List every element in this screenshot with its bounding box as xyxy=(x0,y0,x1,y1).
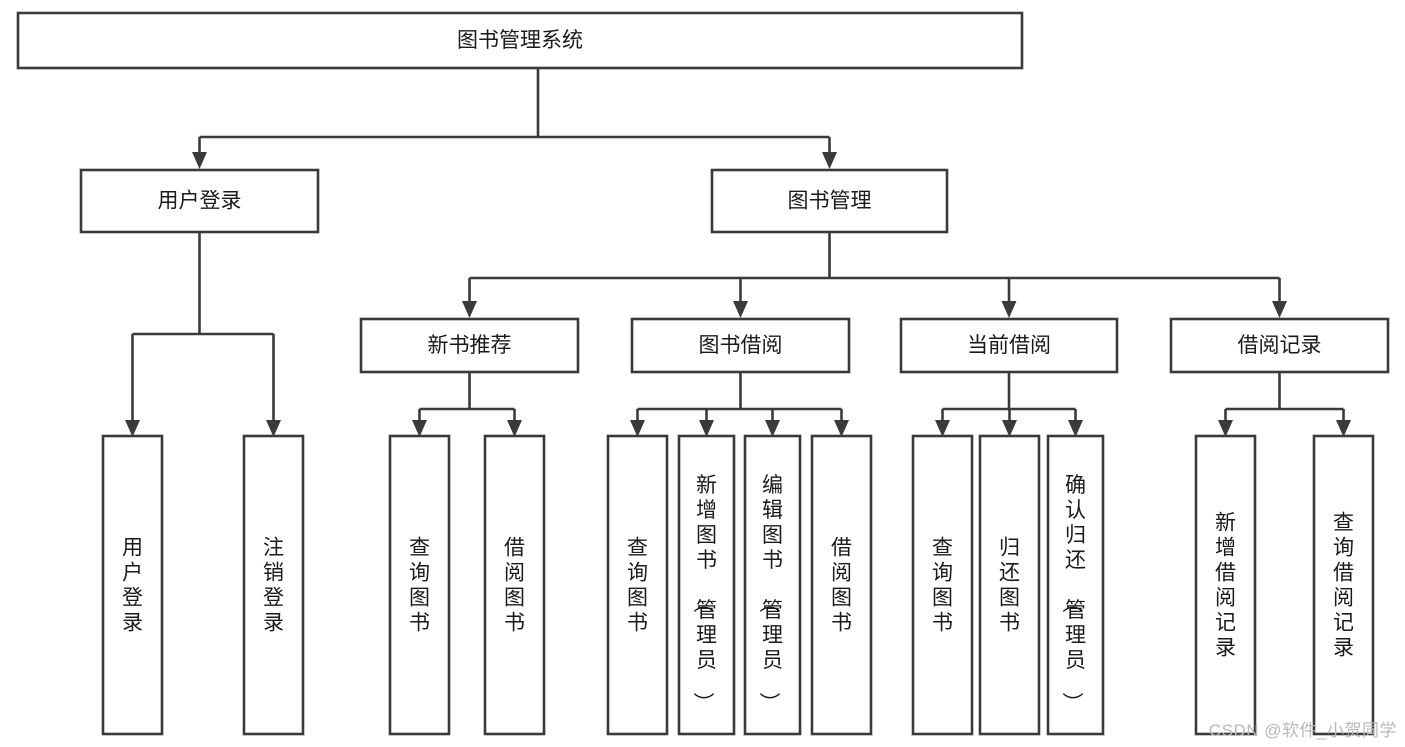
node-box-root xyxy=(16,11,1024,70)
node-book-manage[interactable]: 图书管理 xyxy=(710,168,949,234)
node-label-leaf-add-borrow-record: 新增借阅记录 xyxy=(1215,512,1236,660)
node-label-leaf-query-borrow-record: 查询借阅记录 xyxy=(1333,512,1354,660)
node-box-leaf-add-borrow-record xyxy=(1194,434,1257,736)
arrow-head-icon xyxy=(266,420,281,437)
node-box-leaf-confirm-return xyxy=(1046,434,1105,736)
node-box-leaf-return-book xyxy=(978,434,1041,736)
node-book-borrow[interactable]: 图书借阅 xyxy=(630,317,851,374)
node-label-user-login: 用户登录 xyxy=(158,190,242,213)
node-label-leaf-edit-book: 编辑图书（管理员） xyxy=(757,474,783,713)
node-new-book-recommend[interactable]: 新书推荐 xyxy=(359,317,580,374)
arrow-head-icon xyxy=(935,420,950,437)
node-box-current-borrow xyxy=(899,317,1119,374)
node-box-leaf-query-borrow-record xyxy=(1312,434,1375,736)
node-leaf-query-borrow-record[interactable]: 查询借阅记录 xyxy=(1312,434,1375,736)
node-leaf-borrow-book[interactable]: 借阅图书 xyxy=(810,434,873,736)
node-label-leaf-borrow-book-rec: 借阅图书 xyxy=(504,537,525,635)
arrow-head-icon xyxy=(630,420,645,437)
arrow-head-icon xyxy=(192,152,207,169)
arrow-head-icon xyxy=(1336,420,1351,437)
node-box-new-book-recommend xyxy=(359,317,580,374)
node-boxes: 图书管理系统用户登录图书管理新书推荐图书借阅当前借阅借阅记录用户登录注销登录查询… xyxy=(16,11,1390,736)
node-box-leaf-query-book-current xyxy=(911,434,974,736)
node-leaf-logout[interactable]: 注销登录 xyxy=(242,434,305,736)
node-leaf-query-book-rec[interactable]: 查询图书 xyxy=(388,434,451,736)
node-label-leaf-return-book: 归还图书 xyxy=(999,537,1020,635)
node-label-book-borrow: 图书借阅 xyxy=(699,334,783,357)
arrow-head-icon xyxy=(1272,301,1287,318)
node-box-book-borrow xyxy=(630,317,851,374)
node-label-current-borrow: 当前借阅 xyxy=(967,334,1051,357)
node-box-borrow-record xyxy=(1169,317,1390,374)
node-label-leaf-query-book-borrow: 查询图书 xyxy=(627,537,648,635)
arrow-head-icon xyxy=(834,420,849,437)
node-leaf-query-book-borrow[interactable]: 查询图书 xyxy=(606,434,669,736)
node-label-leaf-add-book: 新增图书（管理员） xyxy=(691,474,717,713)
arrow-head-icon xyxy=(733,301,748,318)
node-box-leaf-logout xyxy=(242,434,305,736)
node-label-leaf-user-login: 用户登录 xyxy=(122,537,143,635)
node-box-leaf-edit-book xyxy=(743,434,802,736)
node-box-book-manage xyxy=(710,168,949,234)
node-user-login[interactable]: 用户登录 xyxy=(79,168,320,234)
node-leaf-add-borrow-record[interactable]: 新增借阅记录 xyxy=(1194,434,1257,736)
node-label-new-book-recommend: 新书推荐 xyxy=(428,334,512,357)
node-borrow-record[interactable]: 借阅记录 xyxy=(1169,317,1390,374)
node-label-borrow-record: 借阅记录 xyxy=(1238,334,1322,357)
connector-lines xyxy=(125,68,1351,437)
node-box-leaf-query-book-rec xyxy=(388,434,451,736)
node-leaf-add-book[interactable]: 新增图书（管理员） xyxy=(677,434,736,736)
node-label-leaf-confirm-return: 确认归还（管理员） xyxy=(1060,474,1086,713)
node-leaf-confirm-return[interactable]: 确认归还（管理员） xyxy=(1046,434,1105,736)
node-box-user-login xyxy=(79,168,320,234)
watermark-label: CSDN @软件_小贺同学 xyxy=(1208,721,1397,740)
node-leaf-query-book-current[interactable]: 查询图书 xyxy=(911,434,974,736)
node-label-book-manage: 图书管理 xyxy=(788,190,872,213)
node-box-leaf-add-book xyxy=(677,434,736,736)
arrow-head-icon xyxy=(699,420,714,437)
arrow-head-icon xyxy=(412,420,427,437)
arrow-head-icon xyxy=(462,301,477,318)
node-label-leaf-query-book-current: 查询图书 xyxy=(932,537,953,635)
node-label-leaf-query-book-rec: 查询图书 xyxy=(409,537,430,635)
node-label-root: 图书管理系统 xyxy=(457,29,583,52)
node-label-leaf-borrow-book: 借阅图书 xyxy=(831,537,852,635)
node-box-leaf-borrow-book xyxy=(810,434,873,736)
arrow-head-icon xyxy=(507,420,522,437)
arrow-head-icon xyxy=(1002,420,1017,437)
node-box-leaf-borrow-book-rec xyxy=(483,434,546,736)
arrow-head-icon xyxy=(1001,301,1017,318)
node-leaf-borrow-book-rec[interactable]: 借阅图书 xyxy=(483,434,546,736)
node-leaf-edit-book[interactable]: 编辑图书（管理员） xyxy=(743,434,802,736)
arrow-head-icon xyxy=(125,420,140,437)
node-leaf-return-book[interactable]: 归还图书 xyxy=(978,434,1041,736)
node-root[interactable]: 图书管理系统 xyxy=(16,11,1024,70)
arrow-head-icon xyxy=(1068,420,1083,437)
node-current-borrow[interactable]: 当前借阅 xyxy=(899,317,1119,374)
arrow-head-icon xyxy=(822,152,837,169)
arrow-head-icon xyxy=(765,420,780,437)
node-box-leaf-query-book-borrow xyxy=(606,434,669,736)
node-leaf-user-login[interactable]: 用户登录 xyxy=(101,434,164,736)
arrow-head-icon xyxy=(1218,420,1233,437)
node-label-leaf-logout: 注销登录 xyxy=(263,537,284,635)
node-box-leaf-user-login xyxy=(101,434,164,736)
